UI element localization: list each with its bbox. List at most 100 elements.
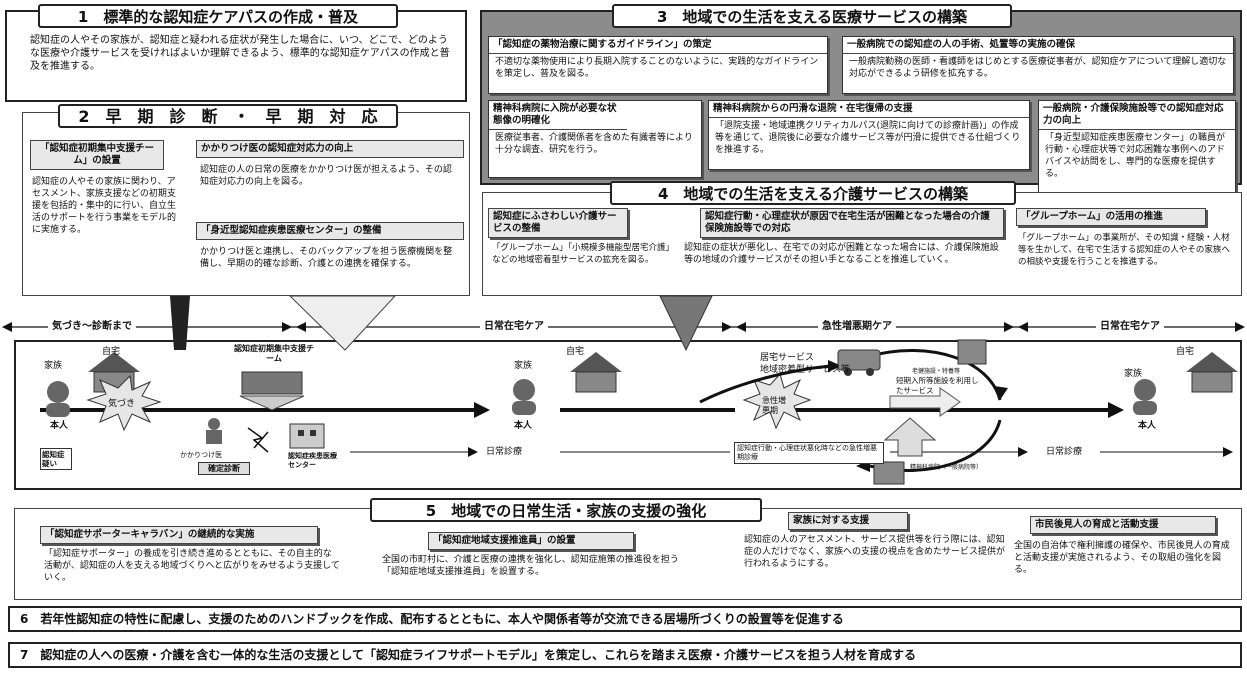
s5-promoter-body: 全国の市町村に、介護と医療の連携を強化し、認知症施策の推進役を担う「認知症地域支… bbox=[382, 555, 679, 577]
s5-guardian-head: 市民後見人の育成と活動支援 bbox=[1030, 516, 1216, 534]
s4-bpsd-body: 認知症の症状が悪化し、在宅での対応が困難となった場合には、介護保険施設等の地域の… bbox=[684, 243, 999, 265]
s5-guardian-body: 全国の自治体で権利擁護の確保や、市民後見人の育成と活動支援が実施されるよう、その… bbox=[1014, 541, 1230, 575]
s4-gh-body: 「グループホーム」の事業所が、その知識・経験・人材等を生かして、在宅で生活する認… bbox=[1018, 233, 1230, 267]
s5-promoter-head: 「認知症地域支援推進員」の設置 bbox=[428, 532, 634, 550]
phase-1-label: 気づき～診断まで bbox=[48, 320, 136, 333]
tl-community-service: 地域密着型サービス等 bbox=[760, 365, 851, 375]
tl-notice: 気づき bbox=[108, 399, 136, 409]
s3-facility-body: 「身近型認知症疾患医療センター」の職員が行動・心理症状等で対応困難な事例へのアド… bbox=[1045, 133, 1226, 179]
s2-team-body: 認知症の人やその家族に関わり、アセスメント、家族支援などの初期支援を包括的・集中… bbox=[32, 177, 177, 235]
section-1-title: 1 標準的な認知症ケアパスの作成・普及 bbox=[38, 4, 398, 28]
ambulance-icon bbox=[837, 349, 881, 376]
notice-burst bbox=[86, 374, 162, 432]
s3-psych-head: 精神科病院に入院が必要な状態像の明確化 bbox=[489, 101, 627, 130]
s5-caravan-head: 「認知症サポーターキャラバン」の継続的な実施 bbox=[40, 526, 318, 544]
s3-psych-body: 医療従事者、介護関係者を含めた有識者等により十分な調査、研究を行う。 bbox=[495, 133, 693, 155]
tl-acute-visit: 認知症行動・心理症状悪化時などの急性増悪期診療 bbox=[734, 442, 884, 464]
tl-center-label: 認知症疾患医療センター bbox=[288, 452, 337, 469]
phase-2-label: 日常在宅ケア bbox=[480, 320, 548, 333]
s3-facility-head: 一般病院・介護保険施設等での認知症対応力の向上 bbox=[1039, 101, 1235, 130]
s2-gp-box: かかりつけ医の認知症対応力の向上 認知症の人の日常の医療をかかりつけ医が担えるよ… bbox=[196, 140, 464, 210]
s5-family-box: 家族に対する支援 認知症の人のアセスメント、サービス提供等を行う際には、認知症の… bbox=[742, 512, 1008, 596]
section-5-title: 5 地域での日常生活・家族の支援の強化 bbox=[370, 498, 762, 522]
tl-short-stay: 短期入所等施設を利用したサービス bbox=[896, 376, 979, 395]
s2-pointer bbox=[170, 296, 190, 350]
tl-team-label: 認知症初期集中支援チーム bbox=[234, 344, 314, 363]
tl-home-right: 自宅 bbox=[1176, 347, 1195, 357]
tl-daily-visit-2: 日常診療 bbox=[1046, 447, 1083, 457]
s3-guideline-box: 「認知症の薬物治療に関するガイドライン」の策定 不適切な薬物使用により長期入院す… bbox=[488, 36, 828, 94]
s4-service-head: 認知症にふさわしい介護サービスの整備 bbox=[488, 208, 628, 238]
tl-daily-visit-1: 日常診療 bbox=[486, 447, 523, 457]
tl-home-mid: 自宅 bbox=[566, 347, 585, 357]
tl-suspect: 認知症疑い bbox=[40, 448, 72, 470]
phase-4-label: 日常在宅ケア bbox=[1096, 320, 1164, 333]
s2-team-head: 「認知症初期集中支援チーム」の設置 bbox=[30, 140, 164, 170]
section-6-bar: 6 若年性認知症の特性に配慮し、支援のためのハンドブックを作成、配布するとともに… bbox=[8, 606, 1242, 632]
tl-family-right: 家族 bbox=[1124, 369, 1143, 379]
section-2-title: 2 早 期 診 断 ・ 早 期 対 応 bbox=[58, 104, 398, 128]
section-3-title: 3 地域での生活を支える医療サービスの構築 bbox=[612, 4, 1012, 28]
s5-caravan-body: 「認知症サポーター」の養成を引き続き進めるとともに、その自主的な活動が、認知症の… bbox=[44, 549, 340, 583]
s2-pointer-light bbox=[288, 295, 397, 351]
home-icon-right bbox=[1186, 352, 1238, 393]
tl-gp-label: かかりつけ医 bbox=[180, 451, 223, 459]
tl-diagnosis: 確定診断 bbox=[198, 462, 250, 475]
facility-icon bbox=[957, 339, 987, 365]
s3-discharge-box: 精神科病院からの円滑な退院・在宅復帰の支援 「退院支援・地域連携クリティカルパス… bbox=[708, 100, 1030, 170]
s4-bpsd-head: 認知症行動・心理症状が原因で在宅生活が困難となった場合の介護保険施設等での対応 bbox=[700, 208, 1004, 238]
tl-person-mid: 本人 bbox=[514, 421, 533, 431]
s3-discharge-body: 「退院支援・地域連携クリティカルパス(退院に向けての診療計画)」の作成等を通じて… bbox=[715, 121, 1021, 155]
up-arrow-grey bbox=[883, 417, 937, 457]
s3-general-head: 一般病院での認知症の人の手術、処置等の実施の確保 bbox=[843, 37, 1233, 54]
tl-psych-hospital: 精神科病院（一般病院等） bbox=[910, 464, 983, 471]
s3-guideline-body: 不適切な薬物使用により長期入院することのないように、実践的なガイドラインを策定し… bbox=[495, 57, 819, 79]
s2-gp-body: 認知症の人の日常の医療をかかりつけ医が担えるよう、その認知症対応力の向上を図る。 bbox=[200, 165, 452, 187]
person-icon-left bbox=[46, 381, 70, 417]
s3-facility-box: 一般病院・介護保険施設等での認知症対応力の向上 「身近型認知症疾患医療センター」… bbox=[1038, 100, 1236, 208]
s5-caravan-box: 「認知症サポーターキャラバン」の継続的な実施 「認知症サポーター」の養成を引き続… bbox=[40, 526, 344, 596]
s2-center-head: 「身近型認知症疾患医療センター」の整備 bbox=[196, 222, 464, 240]
s3-general-body: 一般病院勤務の医師・看護師をはじめとする医療従事者が、認知症ケアについて理解し適… bbox=[849, 57, 1227, 79]
hospital-icon bbox=[289, 423, 325, 449]
person-icon-right bbox=[1133, 379, 1157, 415]
phase-bar bbox=[2, 322, 1245, 332]
s3-guideline-head: 「認知症の薬物治療に関するガイドライン」の策定 bbox=[489, 37, 827, 54]
s3-discharge-head: 精神科病院からの円滑な退院・在宅復帰の支援 bbox=[709, 101, 1029, 118]
s2-center-box: 「身近型認知症疾患医療センター」の整備 かかりつけ医と連携し、そのバックアップを… bbox=[196, 222, 464, 292]
tl-family-left: 家族 bbox=[44, 361, 63, 371]
tl-home-left: 自宅 bbox=[102, 347, 121, 357]
psych-hospital-icon bbox=[873, 461, 905, 485]
s2-center-body: かかりつけ医と連携し、そのバックアップを担う医療機関を整備し、早期の的確な診断、… bbox=[200, 247, 453, 269]
s2-gp-head: かかりつけ医の認知症対応力の向上 bbox=[196, 140, 464, 158]
s5-family-head: 家族に対する支援 bbox=[788, 512, 908, 530]
tl-person-right: 本人 bbox=[1138, 421, 1157, 431]
grey-arrow-right bbox=[889, 387, 961, 417]
s3-general-box: 一般病院での認知症の人の手術、処置等の実施の確保 一般病院勤務の医師・看護師をは… bbox=[842, 36, 1234, 94]
s4-bpsd-box: 認知症行動・心理症状が原因で在宅生活が困難となった場合の介護保険施設等での対応 … bbox=[680, 208, 1010, 292]
s5-family-body: 認知症の人のアセスメント、サービス提供等を行う際には、認知症の人だけでなく、家族… bbox=[744, 535, 1006, 569]
s2-team-box: 「認知症初期集中支援チーム」の設置 認知症の人やその家族に関わり、アセスメント、… bbox=[30, 140, 180, 292]
tl-person-left: 本人 bbox=[50, 421, 69, 431]
tl-acute: 急性増悪期 bbox=[762, 396, 786, 415]
phase-3-label: 急性増悪期ケア bbox=[818, 320, 896, 333]
team-icon bbox=[241, 371, 303, 395]
tl-elderly-facility: 老健施設・特養等 bbox=[912, 368, 961, 375]
exchange-arrows bbox=[247, 427, 269, 453]
s3-psych-box: 精神科病院に入院が必要な状態像の明確化 医療従事者、介護関係者を含めた有識者等に… bbox=[488, 100, 702, 178]
s5-guardian-box: 市民後見人の育成と活動支援 全国の自治体で権利擁護の確保や、市民後見人の育成と活… bbox=[1010, 516, 1238, 596]
s4-service-body: 「グループホーム」「小規模多機能型居宅介護」などの地域密着型サービスの拡充を図る… bbox=[492, 243, 670, 265]
team-down-arrow bbox=[239, 395, 305, 411]
section-1-body: 認知症の人やその家族が、認知症と疑われる症状が発生した場合に、いつ、どこで、どの… bbox=[30, 35, 450, 72]
section-4-title: 4 地域での生活を支える介護サービスの構築 bbox=[610, 181, 1016, 205]
s4-gh-box: 「グループホーム」の活用の推進 「グループホーム」の事業所が、その知識・経験・人… bbox=[1016, 208, 1238, 292]
section-7-bar: 7 認知症の人への医療・介護を含む一体的な生活の支援として「認知症ライフサポート… bbox=[8, 642, 1242, 668]
s4-service-box: 認知症にふさわしい介護サービスの整備 「グループホーム」「小規模多機能型居宅介護… bbox=[488, 208, 674, 292]
acute-burst bbox=[742, 372, 812, 430]
s5-promoter-box: 「認知症地域支援推進員」の設置 全国の市町村に、介護と医療の連携を強化し、認知症… bbox=[378, 532, 696, 596]
tl-family-mid: 家族 bbox=[514, 361, 533, 371]
s4-gh-head: 「グループホーム」の活用の推進 bbox=[1016, 208, 1206, 226]
s4-pointer bbox=[659, 295, 713, 352]
doctor-icon bbox=[206, 418, 222, 444]
